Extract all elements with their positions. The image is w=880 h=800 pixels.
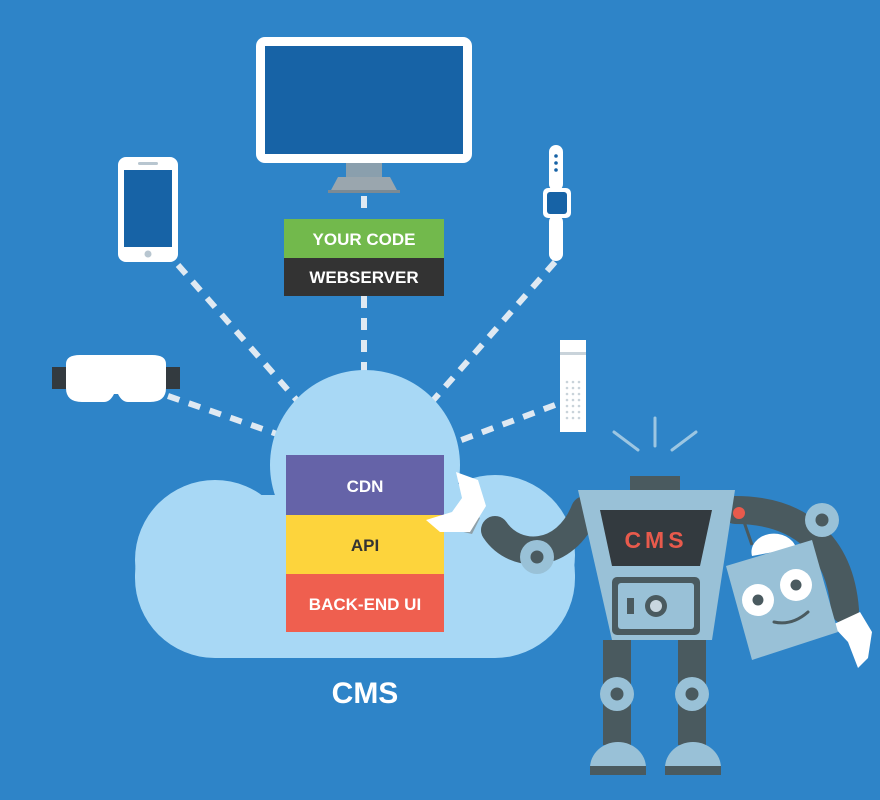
robot-head [726, 507, 838, 660]
monitor-icon [256, 37, 472, 193]
your-code-label: YOUR CODE [313, 230, 416, 249]
wrench-hand [426, 472, 486, 534]
vr-headset-icon [52, 355, 180, 402]
api-label: API [351, 536, 379, 555]
backend-ui-label: BACK-END UI [309, 595, 421, 614]
server-stack: YOUR CODE WEBSERVER [284, 219, 444, 296]
your-code-block [284, 219, 444, 258]
cms-stack: CDN API BACK-END UI [286, 455, 444, 632]
right-claw [832, 612, 872, 668]
watch-icon [543, 145, 571, 261]
robot-right-arm [721, 496, 859, 624]
speaker-icon [560, 340, 586, 432]
cdn-label: CDN [347, 477, 384, 496]
robot-chest-label: CMS [624, 527, 687, 553]
robot-chest-display [600, 510, 712, 566]
cloud-label: CMS [332, 677, 399, 710]
robot-illustration: CMS [426, 416, 872, 775]
signal-lines [612, 416, 698, 452]
webserver-block [284, 258, 444, 296]
phone-icon [118, 157, 178, 262]
antenna-light [733, 507, 745, 519]
webserver-label: WEBSERVER [309, 268, 418, 287]
cdn-block [286, 455, 444, 515]
backend-ui-block [286, 574, 444, 632]
api-block [286, 515, 444, 574]
